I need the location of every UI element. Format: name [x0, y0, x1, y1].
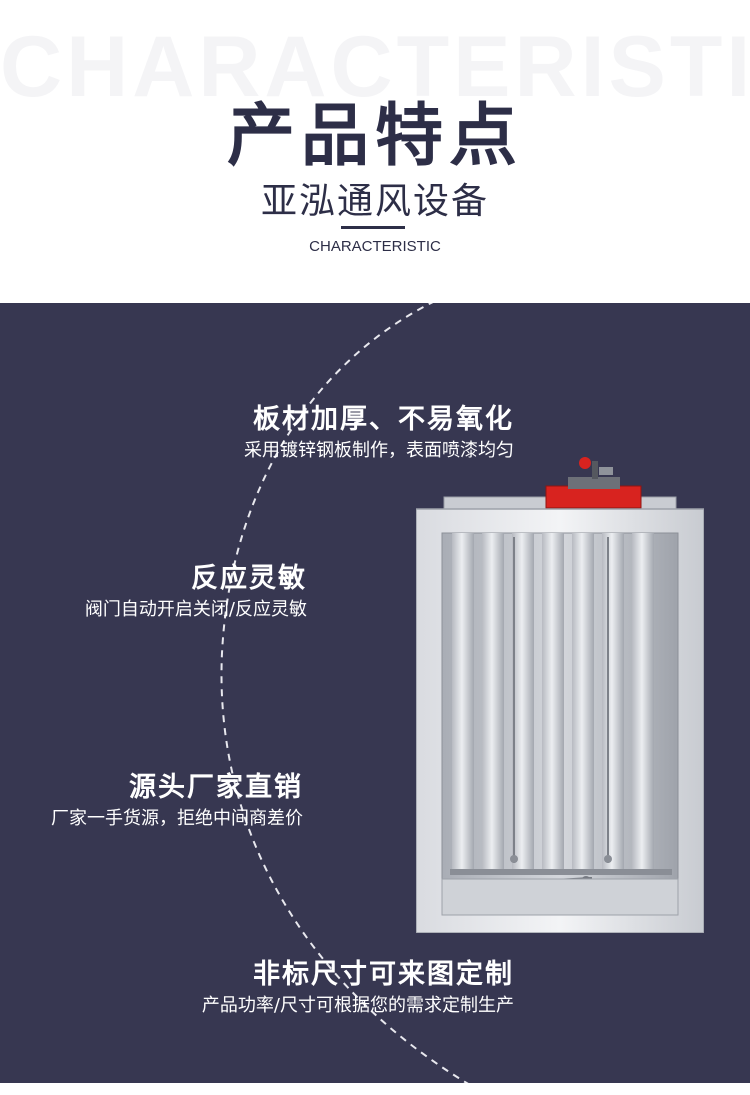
feature-desc-3: 厂家一手货源，拒绝中间商差价: [51, 808, 303, 829]
feature-title-1: 板材加厚、不易氧化: [253, 404, 514, 435]
footer-strip: [0, 1083, 750, 1095]
dashed-arc-decoration: [220, 303, 469, 1083]
company-name: 亚泓通风设备: [260, 181, 489, 222]
fire-damper-product-image: [416, 457, 704, 933]
header: CHARACTERISTIC 产品特点 亚泓通风设备 CHARACTERISTI…: [0, 0, 750, 303]
features-panel: 板材加厚、不易氧化 采用镀锌钢板制作，表面喷漆均匀 反应灵敏 阀门自动开启关闭/…: [0, 303, 750, 1083]
english-subtitle: CHARACTERISTIC: [309, 238, 441, 255]
feature-title-4: 非标尺寸可来图定制: [253, 959, 514, 990]
watermark-text: CHARACTERISTIC: [0, 19, 750, 115]
feature-title-2: 反应灵敏: [191, 563, 307, 594]
feature-desc-2: 阀门自动开启关闭/反应灵敏: [84, 599, 307, 620]
feature-desc-4: 产品功率/尺寸可根据您的需求定制生产: [201, 995, 514, 1016]
title-divider: [341, 226, 405, 229]
feature-desc-1: 采用镀锌钢板制作，表面喷漆均匀: [244, 440, 514, 461]
feature-title-3: 源头厂家直销: [129, 772, 303, 803]
page-title: 产品特点: [226, 97, 523, 176]
